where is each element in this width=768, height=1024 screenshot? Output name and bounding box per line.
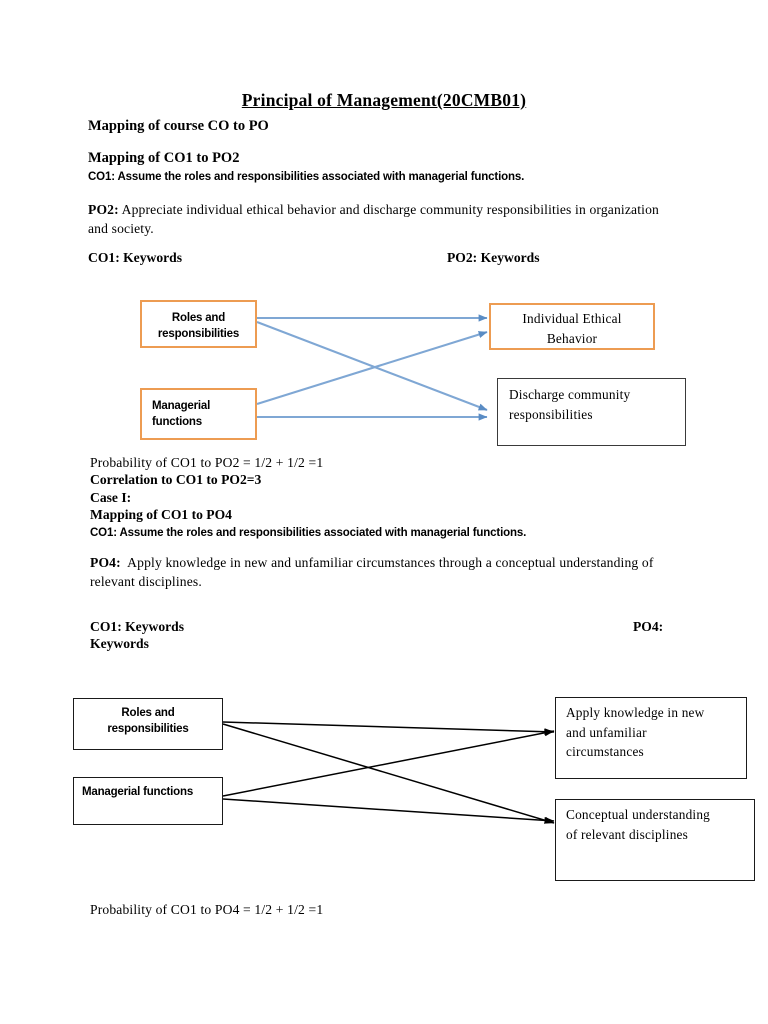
diagram2-right-box-conceptual-line1: Conceptual understanding <box>566 807 711 822</box>
diagram2-left-box-roles-line2: responsibilities <box>107 723 189 735</box>
section2-po4-statement: PO4: Apply knowledge in new and unfamili… <box>90 553 670 591</box>
diagram2-right-box-apply-line3: circumstances <box>566 744 644 759</box>
section2-po4-text: Apply knowledge in new and unfamiliar ci… <box>90 555 654 589</box>
section2-right-keywords-header: PO4: <box>633 619 664 634</box>
section1-heading: Mapping of CO1 to PO2 <box>88 150 240 166</box>
section1-co1-statement: CO1: Assume the roles and responsibiliti… <box>88 171 525 183</box>
diagram2-right-box-apply-line2: and unfamiliar <box>566 724 647 740</box>
diagram1-left-box-functions-line2: functions <box>152 416 202 428</box>
diagram1-left-box-functions: Managerial functions <box>140 388 257 440</box>
section1-po2-statement: PO2: Appreciate individual ethical behav… <box>88 200 674 238</box>
arrow2-functions-to-apply <box>222 729 555 797</box>
section1-case-label: Case I: <box>90 490 132 505</box>
arrow2-functions-to-conceptual <box>222 798 555 824</box>
document-subtitle: Mapping of course CO to PO <box>88 118 269 134</box>
diagram2-right-box-apply: Apply knowledge in new and unfamiliar ci… <box>555 697 747 779</box>
diagram1-right-box-discharge-line1: Discharge community <box>509 387 631 402</box>
section2-left-keywords-header: CO1: Keywords <box>90 619 185 634</box>
page-title: Principal of Management(20CMB01) <box>0 90 768 111</box>
section1-probability: Probability of CO1 to PO2 = 1/2 + 1/2 =1 <box>90 455 324 470</box>
diagram1-left-box-roles-line2: responsibilities <box>157 328 240 340</box>
diagram1-right-box-ethical-line2: Behavior <box>546 330 598 346</box>
diagram2-left-box-roles: Roles and responsibilities <box>73 698 223 750</box>
section1-left-keywords-header: CO1: Keywords <box>88 250 183 265</box>
page-title-text: Principal of Management(20CMB01) <box>241 90 527 110</box>
section2-left-keywords-header-line2: Keywords <box>90 636 149 651</box>
section2-po4-label: PO4: <box>90 555 121 570</box>
section2-probability: Probability of CO1 to PO4 = 1/2 + 1/2 =1 <box>90 902 324 917</box>
diagram2-left-box-functions: Managerial functions <box>73 777 223 825</box>
diagram1-right-box-discharge: Discharge community responsibilities <box>497 378 686 446</box>
diagram1-left-box-roles-line1: Roles and <box>171 312 226 324</box>
section1-po2-text: Appreciate individual ethical behavior a… <box>88 202 659 236</box>
diagram1-right-box-discharge-line2: responsibilities <box>509 406 593 422</box>
diagram2-left-box-roles-line1: Roles and <box>121 707 175 719</box>
diagram2-right-box-conceptual: Conceptual understanding of relevant dis… <box>555 799 755 881</box>
arrow2-roles-to-apply <box>222 721 555 736</box>
diagram1-right-box-ethical-line1: Individual Ethical <box>522 311 622 326</box>
diagram1-left-box-functions-line1: Managerial <box>152 400 211 412</box>
section2-co1-statement: CO1: Assume the roles and responsibiliti… <box>90 527 527 539</box>
diagram1-right-box-ethical: Individual Ethical Behavior <box>489 303 655 350</box>
diagram1-left-box-roles: Roles and responsibilities <box>140 300 257 348</box>
section1-po2-label: PO2: <box>88 202 119 217</box>
arrow2-roles-to-conceptual <box>222 723 555 824</box>
section1-correlation: Correlation to CO1 to PO2=3 <box>90 472 262 487</box>
diagram2-left-box-functions-line1: Managerial functions <box>82 786 194 798</box>
diagram2-right-box-apply-line1: Apply knowledge in new <box>566 705 705 720</box>
diagram2-right-box-conceptual-line2: of relevant disciplines <box>566 826 689 842</box>
section2-heading: Mapping of CO1 to PO4 <box>90 507 232 522</box>
section1-right-keywords-header: PO2: Keywords <box>447 250 540 265</box>
